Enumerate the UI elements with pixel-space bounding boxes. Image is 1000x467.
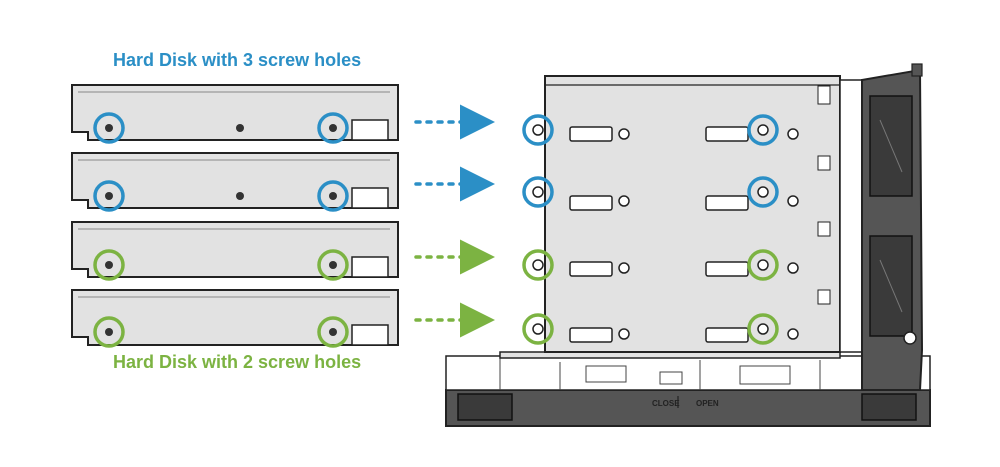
open-label: OPEN <box>696 399 719 408</box>
screw-hole-highlight <box>317 316 349 348</box>
rubber-foot-left <box>457 393 513 421</box>
hard-disk-1 <box>71 84 399 144</box>
rubber-foot-right <box>861 393 917 421</box>
screw-hole-highlight <box>93 316 125 348</box>
screw-hole <box>105 192 113 200</box>
screw-hole <box>329 261 337 269</box>
tray-hole-highlight <box>522 114 554 146</box>
screw-hole-highlight <box>317 112 349 144</box>
screw-hole <box>329 192 337 200</box>
hard-disk-3 <box>71 221 399 281</box>
screw-hole-highlight <box>93 249 125 281</box>
three-screw-hole-caption: Hard Disk with 3 screw holes <box>113 50 362 70</box>
two-screw-hole-caption: Hard Disk with 2 screw holes <box>113 352 362 372</box>
tray-hole-highlight <box>747 313 779 345</box>
hard-disk-2 <box>71 152 399 212</box>
screw-hole-highlight <box>93 112 125 144</box>
screw-hole-highlight <box>317 249 349 281</box>
screw-hole <box>105 328 113 336</box>
enclosure-base <box>445 389 931 427</box>
screw-hole <box>236 124 244 132</box>
screw-hole <box>105 124 113 132</box>
install-arrows <box>414 104 495 338</box>
tray-hole-highlight <box>747 249 779 281</box>
screw-hole <box>329 328 337 336</box>
tray-hole-highlight <box>747 176 779 208</box>
screw-hole <box>329 124 337 132</box>
tray-hole-highlight <box>522 176 554 208</box>
screw-hole <box>236 192 244 200</box>
tray-hole-highlight <box>522 249 554 281</box>
screw-hole <box>105 261 113 269</box>
tray-hole-highlight <box>522 313 554 345</box>
drive-enclosure: CLOSE OPEN <box>445 63 931 427</box>
hard-disk-4 <box>71 289 399 348</box>
screw-hole-highlight <box>317 180 349 212</box>
screw-hole-highlight <box>93 180 125 212</box>
close-label: CLOSE <box>652 399 680 408</box>
drive-tray <box>544 75 841 353</box>
tray-hole-highlight <box>747 114 779 146</box>
